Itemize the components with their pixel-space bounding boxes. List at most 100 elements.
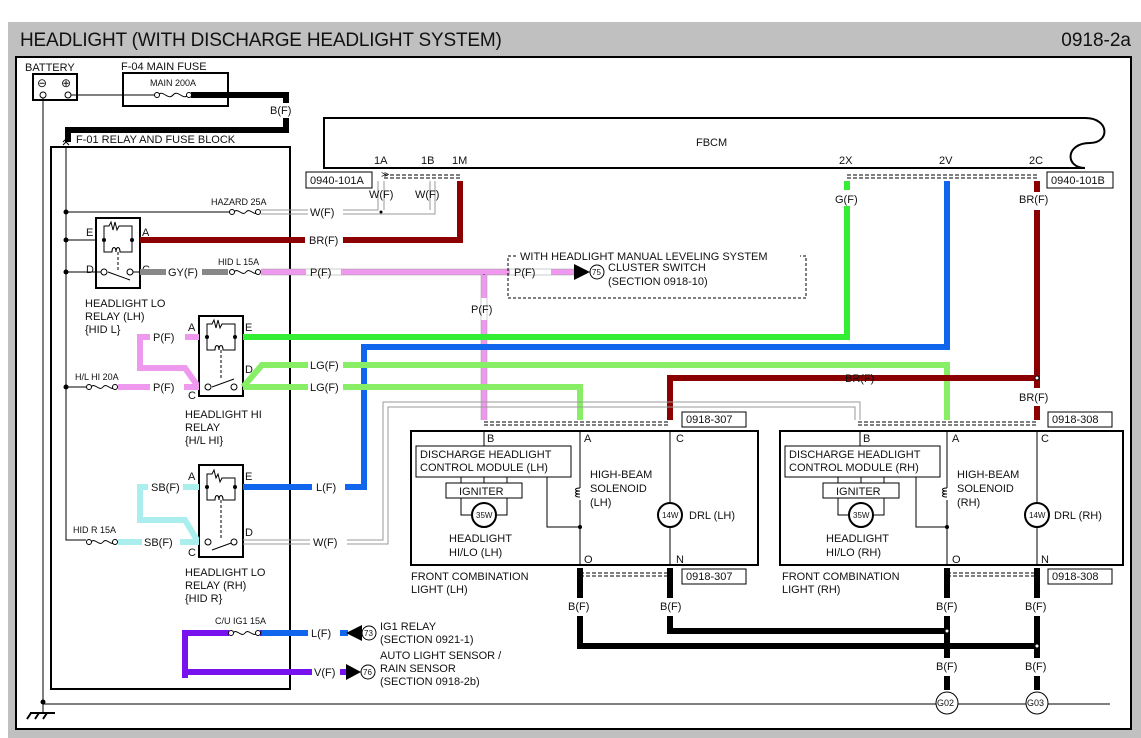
page-title: HEADLIGHT (WITH DISCHARGE HEADLIGHT SYST… <box>20 30 502 51</box>
relay-switch-icon <box>211 378 235 388</box>
fbcm-pin-2c: 2C <box>1029 155 1043 167</box>
wire-lg-lh <box>243 384 583 420</box>
fbcm-pin-1b: 1B <box>421 155 434 167</box>
relay-hi-pin-d: D <box>245 364 253 376</box>
connector-0918-308-top: 0918-308 <box>1052 414 1099 426</box>
fuse-hl-hi-label: H/L HI 20A <box>75 372 119 382</box>
connector-arrow-icon <box>574 264 590 280</box>
relay-lo-rh-name-3: {HID R} <box>185 593 223 605</box>
ground-g02-label: G02 <box>937 698 954 708</box>
rh-pin-c: C <box>1041 433 1049 445</box>
lh-pin-a: A <box>584 433 592 445</box>
lh-solenoid-3: (LH) <box>590 497 611 509</box>
relay-coil-icon <box>206 318 236 351</box>
front-combination-light-rh: 0918-308 B A C O N DISCHARGE HEADLIGHT C… <box>779 411 1124 596</box>
wire-label-sb-a: SB(F) <box>151 482 180 494</box>
rh-module-2: CONTROL MODULE (RH) <box>789 462 919 474</box>
rh-module-1: DISCHARGE HEADLIGHT <box>789 449 921 461</box>
relay-coil-icon <box>103 220 133 253</box>
wire-label-p-relay-c: P(F) <box>153 382 174 394</box>
rh-pin-a: A <box>952 433 960 445</box>
fuse-hid-l-label: HID L 15A <box>218 257 259 267</box>
fbcm-pin-1a: 1A <box>374 155 388 167</box>
connector-0940-101b: 0940-101B <box>1051 175 1105 187</box>
connector-0940-101a: 0940-101A <box>310 175 364 187</box>
fuse-symbol-icon <box>90 385 116 389</box>
wire-label-p-vertical: P(F) <box>471 304 492 316</box>
wire-label-br-2c: BR(F) <box>1019 194 1048 206</box>
drl-bulb-icon <box>657 502 683 528</box>
wire-label-l-relay: L(F) <box>316 482 336 494</box>
fbcm-pin-2v: 2V <box>939 155 953 167</box>
auto-light-ref: 76 <box>363 668 372 677</box>
lh-headlight-2: HI/LO (LH) <box>449 547 502 559</box>
relay-lo-lh-pin-e: E <box>86 227 93 239</box>
lh-module-1: DISCHARGE HEADLIGHT <box>420 449 552 461</box>
connector-arrow-icon <box>346 625 362 641</box>
page-code: 0918-2a <box>1061 30 1131 51</box>
front-combination-light-lh: 0918-307 B A C O N DISCHARGE HEADLIGHT C… <box>410 411 759 596</box>
wire-label-l-ig1: L(F) <box>311 628 331 640</box>
wire-label-p-relay-a: P(F) <box>153 332 174 344</box>
lh-pin-c: C <box>676 433 684 445</box>
wire-label-lg-1: LG(F) <box>310 360 339 372</box>
battery-positive-icon: ⊕ <box>61 76 71 90</box>
rh-pin-n: N <box>1041 554 1049 566</box>
wire-label-b-g03: B(F) <box>1025 661 1046 673</box>
wire-label-br-cross: BR(F) <box>845 373 874 385</box>
ground-point-g02 <box>935 691 959 715</box>
battery-negative-icon: ⊖ <box>37 76 47 90</box>
battery-label: BATTERY <box>25 62 75 74</box>
lh-pin-b: B <box>487 433 494 445</box>
fuse-symbol-icon <box>232 631 258 635</box>
wire-label-p-main: P(F) <box>310 267 331 279</box>
wire-label-b-rh-n: B(F) <box>1025 601 1046 613</box>
ground-g03-label: G03 <box>1027 698 1044 708</box>
lh-bulb-watt: 35W <box>476 511 493 520</box>
wire-g <box>243 181 850 340</box>
relay-hi-name-3: {H/L HI} <box>185 435 223 447</box>
wire-label-g: G(F) <box>835 194 858 206</box>
fbcm-pin-1m: 1M <box>452 155 467 167</box>
rh-drl-label: DRL (RH) <box>1054 510 1102 522</box>
lh-drl-watt: 14W <box>662 511 679 520</box>
fbcm-label: FBCM <box>696 137 727 149</box>
lh-name-1: FRONT COMBINATION <box>411 571 529 583</box>
leveling-section: (SECTION 0918-10) <box>608 276 708 288</box>
rh-igniter: IGNITER <box>836 486 881 498</box>
headlight-hi-relay: A E D C HEADLIGHT HI RELAY {H/L HI} <box>185 315 262 447</box>
auto-light-target-2: RAIN SENSOR <box>380 663 456 675</box>
fuse-symbol-icon <box>90 540 116 544</box>
lh-headlight-1: HEADLIGHT <box>449 533 512 545</box>
rh-pin-b: B <box>863 433 870 445</box>
wire-label-b-rh-o: B(F) <box>936 601 957 613</box>
fuse-hid-r-label: HID R 15A <box>73 525 116 535</box>
wire-label-b-lh-n: B(F) <box>660 601 681 613</box>
relay-lo-lh-name-3: {HID L} <box>85 324 121 336</box>
rh-bulb-watt: 35W <box>853 511 870 520</box>
headlight-bulb-icon <box>848 502 874 528</box>
solenoid-coil-icon <box>942 487 948 498</box>
relay-lo-rh-name-2: RELAY (RH) <box>185 580 246 592</box>
relay-lo-lh-pin-d: D <box>86 264 94 276</box>
ground-point-g03 <box>1025 691 1049 715</box>
relay-lo-rh-name-1: HEADLIGHT LO <box>185 567 266 579</box>
wire-label-lg-2: LG(F) <box>310 382 339 394</box>
leveling-target: CLUSTER SWITCH <box>608 262 706 274</box>
wire-label-sb-c: SB(F) <box>144 537 173 549</box>
rh-drl-watt: 14W <box>1029 511 1046 520</box>
fuse-hazard-label: HAZARD 25A <box>211 197 267 207</box>
leveling-ref: 75 <box>592 268 601 277</box>
wire-w-rh <box>243 401 861 545</box>
relay-hi-pin-c: C <box>188 390 196 402</box>
fuse-symbol-icon <box>233 270 259 274</box>
connector-0918-307-bottom: 0918-307 <box>686 571 733 583</box>
wire-lg-rh <box>240 362 950 420</box>
rh-solenoid-3: (RH) <box>957 497 980 509</box>
headlight-lo-relay-lh: E A D C HEADLIGHT LO RELAY (LH) {HID L} <box>63 217 166 336</box>
rh-solenoid-1: HIGH-BEAM <box>957 469 1019 481</box>
connector-0918-308-bottom: 0918-308 <box>1052 571 1099 583</box>
ig1-ref: 73 <box>364 629 373 638</box>
connector-0918-307-top: 0918-307 <box>686 414 733 426</box>
headlight-bulb-icon <box>471 502 497 528</box>
